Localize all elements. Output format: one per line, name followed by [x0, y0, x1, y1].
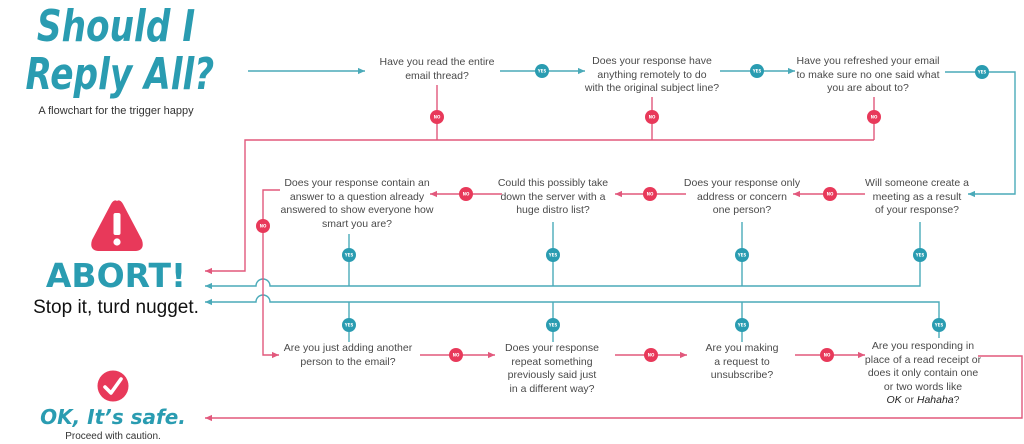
page-title-line1: Should I	[36, 1, 196, 52]
emphasis-ok: OK	[886, 394, 902, 407]
question-read-thread: Have you read the entire email thread?	[379, 56, 495, 82]
question-repeat-something: Does your response repeat something prev…	[505, 342, 599, 395]
no-badge-circle	[430, 110, 444, 124]
yes-badge-label: YES	[344, 323, 354, 328]
yes-badge-circle	[546, 248, 560, 262]
yes-badge-circle	[342, 318, 356, 332]
yes-drops-upper	[348, 222, 743, 286]
q3-yes-arrow	[945, 71, 1016, 198]
abort-bus-lower	[205, 294, 940, 338]
page-title-line2: Reply All?	[25, 49, 215, 100]
yes-badge-circle	[735, 248, 749, 262]
yes-badge-label: YES	[737, 323, 747, 328]
abort-title: ABORT!	[45, 256, 187, 295]
question-read-receipt: Are you responding in place of a read re…	[838, 340, 1008, 408]
yes-badge-circle	[735, 318, 749, 332]
no-badge-circle	[643, 187, 657, 201]
no-badge: NO	[430, 110, 444, 124]
yes-badge: YES	[735, 248, 749, 262]
question-distro-list: Could this possibly take down the server…	[497, 177, 609, 217]
question-text: Are you responding in place of a read re…	[864, 340, 982, 393]
no-badge: NO	[643, 187, 657, 201]
yes-badge: YES	[342, 318, 356, 332]
badges: YES YES YES NO NO NO NO NO NO NO YES YES YES YES YES YE…	[256, 64, 989, 362]
no-badge-label: NO	[434, 115, 441, 120]
yes-badge-label: YES	[737, 253, 747, 258]
yes-badge: YES	[546, 248, 560, 262]
yes-badge-circle	[975, 65, 989, 79]
yes-badge-circle	[750, 64, 764, 78]
yes-badge: YES	[975, 65, 989, 79]
no-badge-circle	[867, 110, 881, 124]
yes-badge-label: YES	[344, 253, 354, 258]
q11-no-arrow	[205, 355, 1023, 422]
yes-badge-label: YES	[915, 253, 925, 258]
no-badge-label: NO	[260, 224, 267, 229]
no-badge-label: NO	[871, 115, 878, 120]
question-mark: ?	[953, 394, 960, 407]
yes-badge-label: YES	[537, 69, 547, 74]
joiner: or	[901, 394, 917, 407]
yes-badge: YES	[735, 318, 749, 332]
no-badge-label: NO	[463, 192, 470, 197]
no-badge-circle	[644, 348, 658, 362]
no-badge-circle	[256, 219, 270, 233]
emphasis-hahaha: Hahaha	[916, 394, 954, 407]
no-badge-label: NO	[649, 115, 656, 120]
yes-badge-circle	[546, 318, 560, 332]
no-badge: NO	[449, 348, 463, 362]
yes-badge-label: YES	[548, 253, 558, 258]
no-badge: NO	[823, 187, 837, 201]
yes-badge-circle	[932, 318, 946, 332]
yes-badge: YES	[932, 318, 946, 332]
abort-bus-upper	[205, 222, 921, 290]
question-adding-person: Are you just adding another person to th…	[283, 342, 413, 368]
yes-badge: YES	[913, 248, 927, 262]
no-badge-circle	[459, 187, 473, 201]
no-badge-label: NO	[453, 353, 460, 358]
no-badge-label: NO	[647, 192, 654, 197]
no-badge-circle	[449, 348, 463, 362]
yes-badge-circle	[913, 248, 927, 262]
yes-badge-label: YES	[752, 69, 762, 74]
abort-red-bus	[205, 139, 874, 275]
q7-no-arrow	[262, 189, 280, 359]
yes-badge-circle	[535, 64, 549, 78]
abort-text: Stop it, turd nugget.	[33, 297, 199, 318]
no-badge-label: NO	[824, 353, 831, 358]
no-badge-label: NO	[827, 192, 834, 197]
no-badge: NO	[256, 219, 270, 233]
yes-drops-lower	[348, 302, 743, 342]
no-badge: NO	[867, 110, 881, 124]
yes-badge-label: YES	[934, 323, 944, 328]
no-badge-circle	[645, 110, 659, 124]
safe-title: OK, It’s safe.	[40, 405, 186, 429]
yes-badge-circle	[342, 248, 356, 262]
no-badge: NO	[820, 348, 834, 362]
yes-badge-label: YES	[548, 323, 558, 328]
no-badge-circle	[820, 348, 834, 362]
safe-text: Proceed with caution.	[65, 431, 161, 442]
question-already-answered: Does your response contain an answer to …	[280, 177, 434, 230]
question-refreshed-email: Have you refreshed your email to make su…	[796, 55, 940, 95]
page-subtitle: A flowchart for the trigger happy	[38, 105, 194, 117]
yes-badge: YES	[546, 318, 560, 332]
question-unsubscribe: Are you making a request to unsubscribe?	[705, 342, 779, 382]
question-create-meeting: Will someone create a meeting as a resul…	[865, 177, 969, 217]
question-subject-line: Does your response have anything remotel…	[584, 55, 720, 95]
no-badge: NO	[645, 110, 659, 124]
no-badge-label: NO	[648, 353, 655, 358]
warning-triangle-icon	[91, 200, 143, 251]
yes-badge: YES	[342, 248, 356, 262]
yes-badge: YES	[535, 64, 549, 78]
no-badge-circle	[823, 187, 837, 201]
no-badge: NO	[644, 348, 658, 362]
yes-badge-label: YES	[977, 70, 987, 75]
question-one-person: Does your response only address or conce…	[683, 177, 801, 217]
checkmark-circle-icon	[97, 370, 129, 402]
yes-badge: YES	[750, 64, 764, 78]
no-badge: NO	[459, 187, 473, 201]
